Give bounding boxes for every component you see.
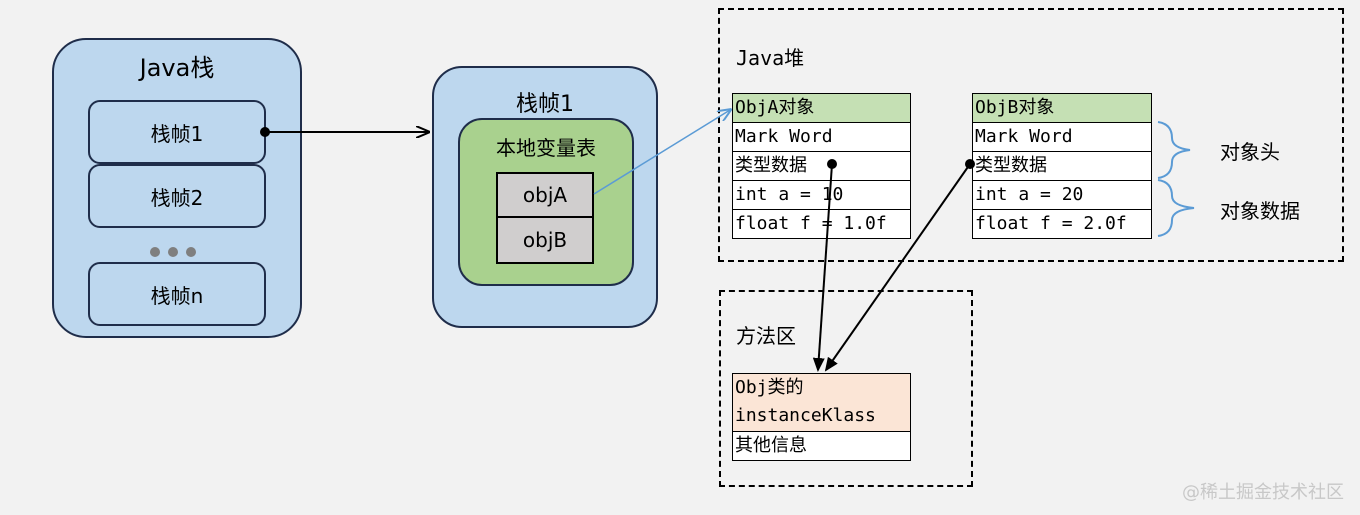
stack-frame-2[interactable]: 栈帧2 bbox=[88, 164, 266, 228]
other-info-cell: 其他信息 bbox=[732, 432, 911, 461]
instance-klass-cell: Obj类的 instanceKlass bbox=[732, 373, 911, 432]
objB-type-dot bbox=[965, 159, 975, 169]
object-header-label: 对象头 bbox=[1220, 140, 1280, 164]
objB-header: ObjB对象 bbox=[972, 93, 1152, 123]
objA-ref-arrow bbox=[593, 110, 730, 195]
objA-field-f: float f = 1.0f bbox=[732, 210, 911, 239]
objB-type-data: 类型数据 bbox=[972, 152, 1152, 181]
local-var-table-title: 本地变量表 bbox=[496, 136, 596, 160]
objA-field-a: int a = 10 bbox=[732, 181, 911, 210]
var-objB[interactable]: objB bbox=[496, 216, 594, 264]
var-objA[interactable]: objA bbox=[496, 172, 594, 218]
stack-frame-1[interactable]: 栈帧1 bbox=[88, 100, 266, 164]
objA-type-dot bbox=[827, 159, 837, 169]
objA-mark-word: Mark Word bbox=[732, 123, 911, 152]
objA-type-data: 类型数据 bbox=[732, 152, 911, 181]
klass-table: Obj类的 instanceKlass 其他信息 bbox=[732, 373, 911, 461]
ellipsis-dots bbox=[150, 242, 204, 261]
watermark: @稀土掘金技术社区 bbox=[1182, 482, 1344, 503]
java-heap-title: Java堆 bbox=[736, 46, 805, 70]
frame-dot bbox=[260, 127, 270, 137]
objB-klass-arrow bbox=[824, 163, 971, 372]
java-heap-region bbox=[718, 8, 1344, 262]
objA-table: ObjA对象 Mark Word 类型数据 int a = 10 float f… bbox=[732, 93, 911, 239]
objB-table: ObjB对象 Mark Word 类型数据 int a = 20 float f… bbox=[972, 93, 1152, 239]
stack-frame-n[interactable]: 栈帧n bbox=[88, 262, 266, 326]
objA-klass-arrow bbox=[812, 163, 833, 372]
data-brace bbox=[1157, 179, 1195, 237]
objA-header: ObjA对象 bbox=[732, 93, 911, 123]
java-stack-title: Java栈 bbox=[139, 54, 215, 82]
objB-field-f: float f = 2.0f bbox=[972, 210, 1152, 239]
objB-mark-word: Mark Word bbox=[972, 123, 1152, 152]
object-data-label: 对象数据 bbox=[1220, 199, 1300, 223]
stack-frame-detail-title: 栈帧1 bbox=[516, 92, 574, 117]
method-area-region bbox=[719, 290, 973, 487]
header-brace bbox=[1157, 121, 1191, 179]
objB-field-a: int a = 20 bbox=[972, 181, 1152, 210]
method-area-title: 方法区 bbox=[736, 324, 796, 348]
